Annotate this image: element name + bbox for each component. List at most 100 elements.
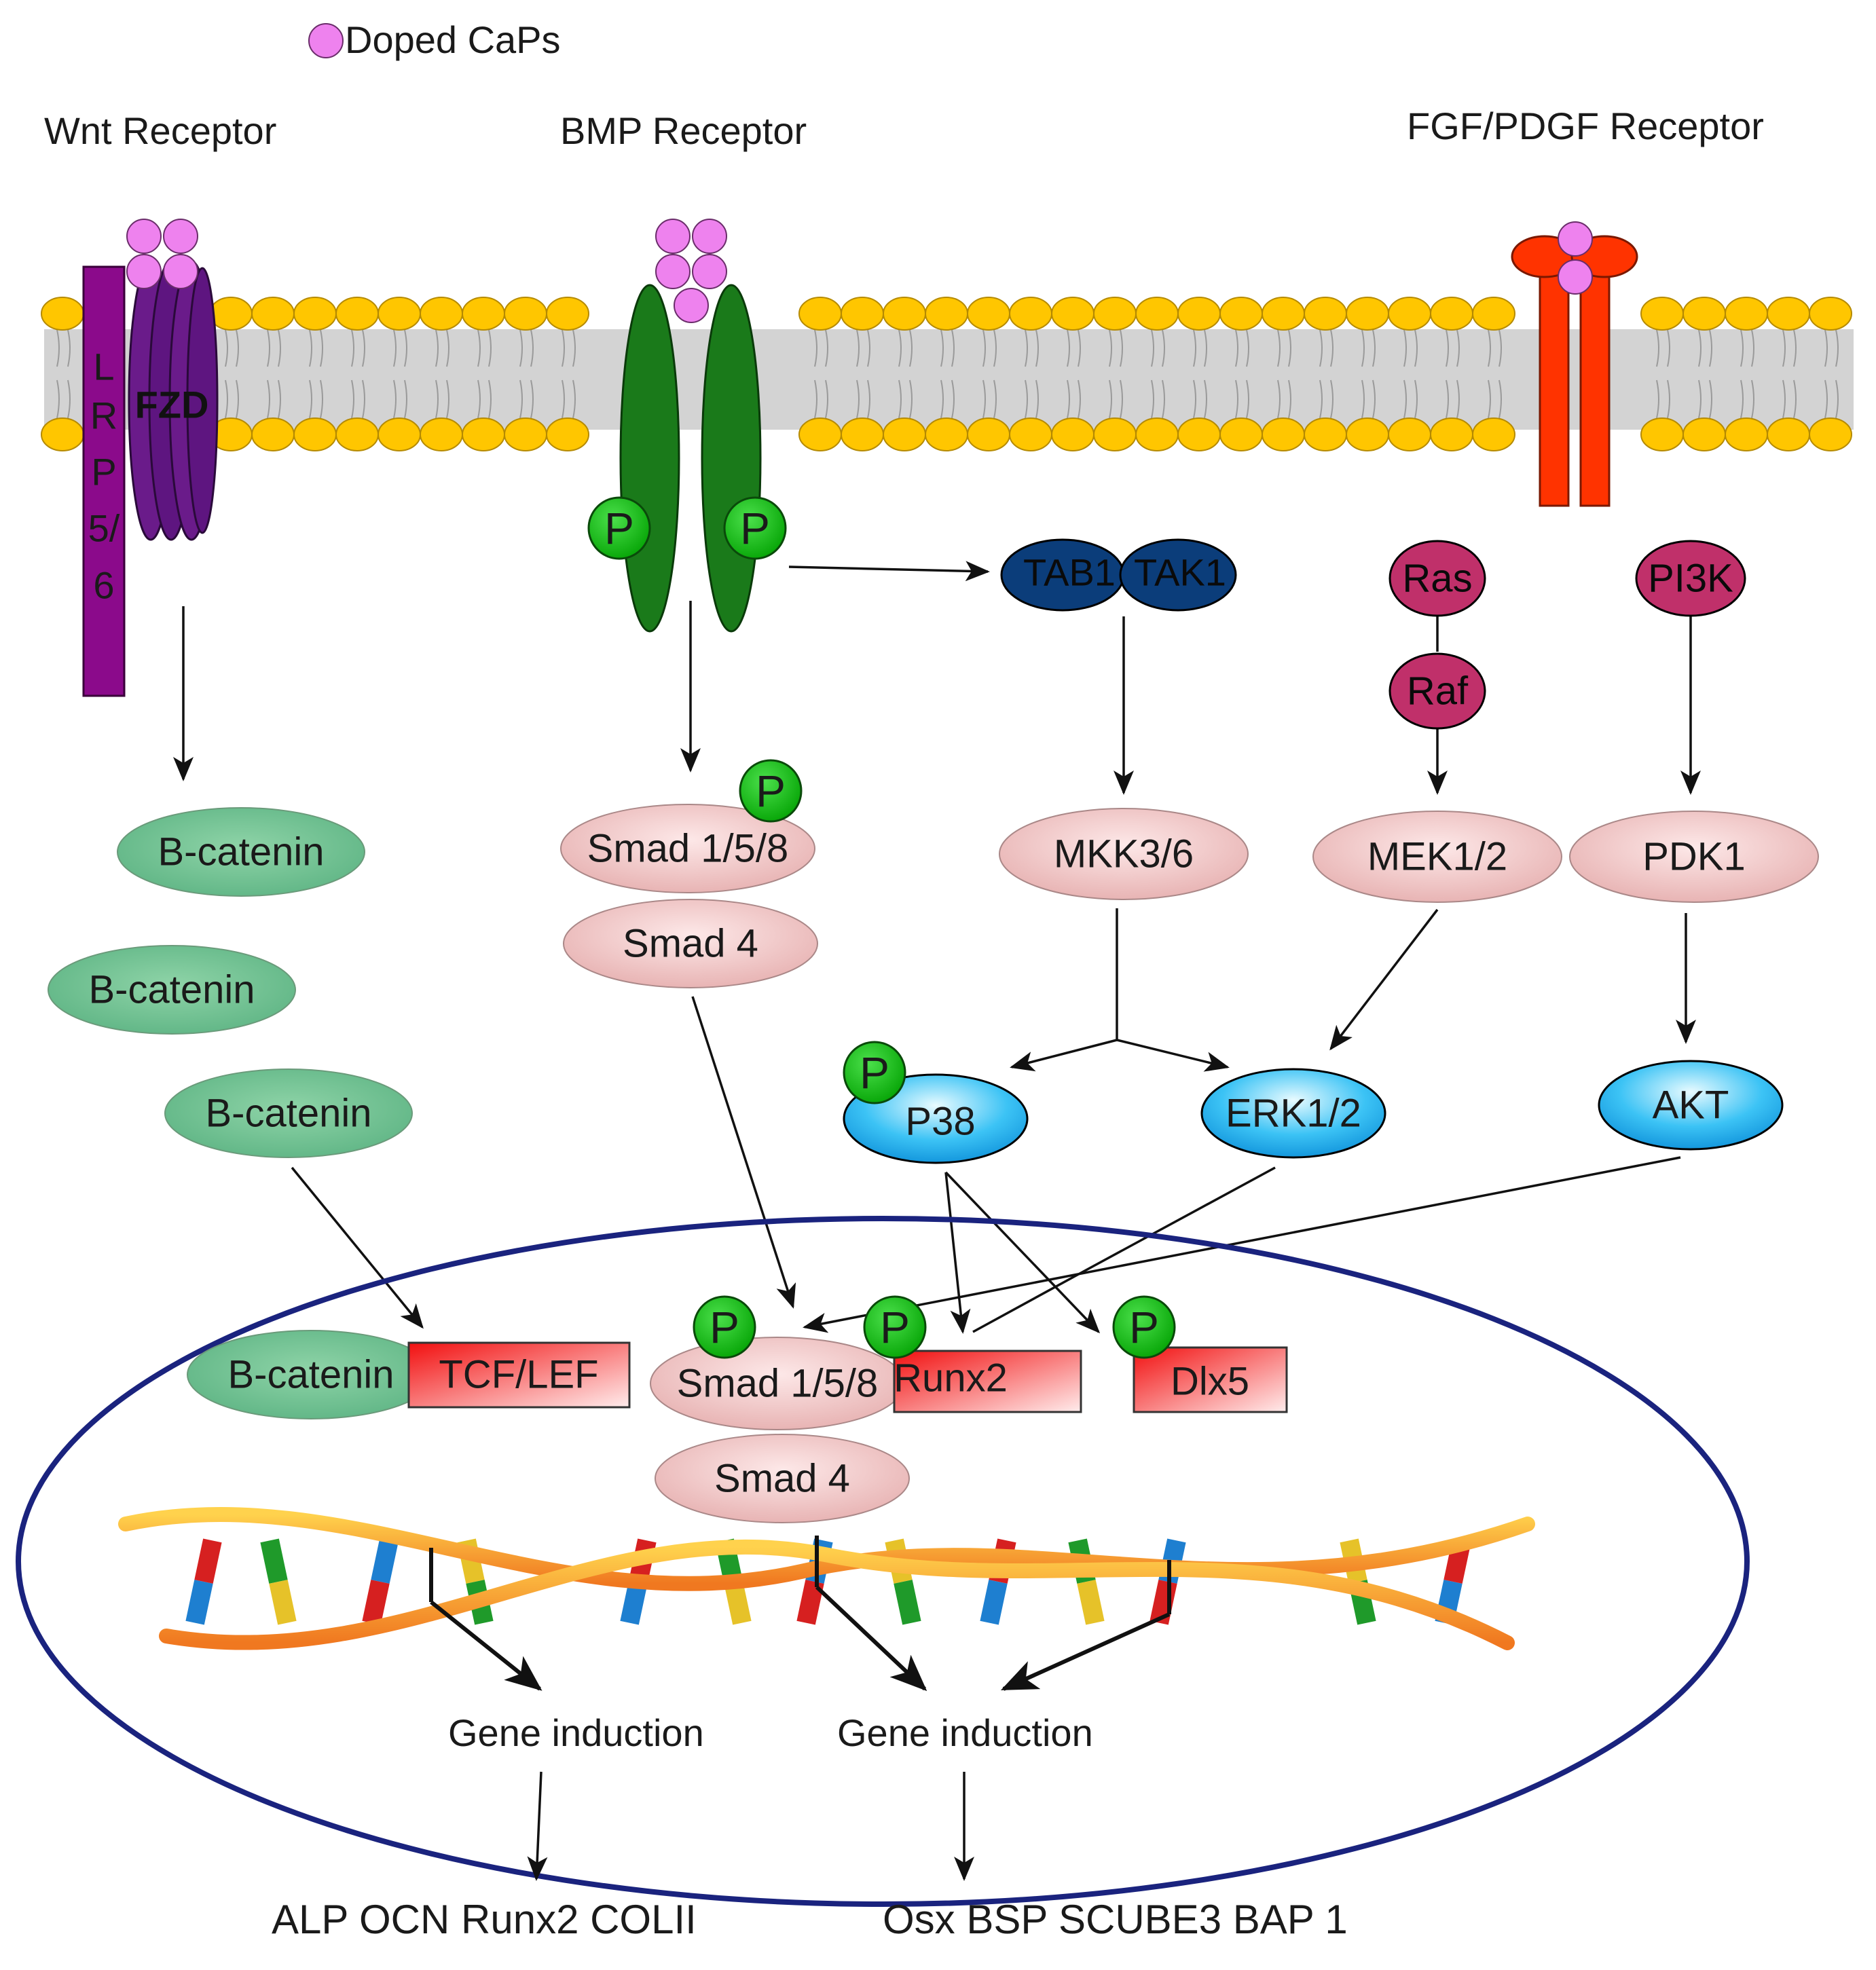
dna-base (185, 1580, 213, 1625)
svg-text:P: P (604, 503, 634, 553)
lipid-tail (446, 329, 449, 367)
lipid-tail (940, 329, 944, 367)
lipid-tail (951, 379, 955, 419)
lipid-tail (1109, 379, 1112, 419)
lipid-tail (1120, 329, 1123, 367)
lipid-tail (320, 329, 323, 367)
lipid-head (1430, 297, 1473, 331)
fgf-receptor-stalk-left (1539, 267, 1570, 507)
lipid-head (1262, 297, 1305, 331)
fgf-receptor-stalk-right (1579, 267, 1611, 507)
lipid-head (420, 417, 463, 451)
lipid-tail (435, 379, 439, 419)
lipid-tail (1656, 329, 1659, 367)
lipid-tail (1824, 329, 1828, 367)
lipid-head (1388, 297, 1431, 331)
ras-node: Ras (1388, 540, 1486, 617)
lipid-tail (909, 379, 913, 419)
lipid-tail (1151, 379, 1154, 419)
lipid-head (251, 417, 295, 451)
lipid-tail (1361, 329, 1365, 367)
cytoplasm-arrows (173, 561, 1701, 1334)
lipid-tail (488, 329, 492, 367)
legend: Doped CaPs (308, 18, 561, 61)
lipid-tail (56, 329, 60, 367)
lipid-tail (1740, 329, 1744, 367)
lipid-head (1177, 297, 1221, 331)
mkk36-node: MKK3/6 (999, 808, 1249, 900)
lipid-head (798, 297, 842, 331)
lipid-tail (1162, 329, 1165, 367)
lipid-tail (362, 329, 365, 367)
svg-text:P38: P38 (905, 1100, 975, 1144)
svg-text:Smad 1/5/8: Smad 1/5/8 (677, 1362, 879, 1406)
b-catenin-node: B-catenin (48, 945, 296, 1035)
lrp-letter: L (93, 346, 114, 388)
lipid-tail (1698, 379, 1702, 419)
wnt-receptor-title: Wnt Receptor (44, 109, 276, 152)
svg-text:P: P (880, 1302, 910, 1352)
lipid-tail (1793, 379, 1797, 419)
dna-base (1077, 1580, 1105, 1625)
lipid-head (883, 297, 926, 331)
lipid-tail (404, 379, 407, 419)
lipid-head (925, 417, 968, 451)
lipid-head (1640, 417, 1684, 451)
output-genes-right: Osx BSP SCUBE3 BAP 1 (883, 1897, 1348, 1942)
lipid-head (504, 297, 547, 331)
dna-base (260, 1538, 288, 1584)
phospho-badge: P (693, 1295, 756, 1359)
phospho-badge: P (587, 496, 651, 560)
lipid-tail (856, 329, 860, 367)
lipid-tail (940, 379, 944, 419)
lipid-tail (446, 379, 449, 419)
lipid-head (1346, 297, 1389, 331)
lipid-head (1009, 417, 1052, 451)
lipid-tail (1204, 329, 1207, 367)
lipid-tail (477, 379, 481, 419)
lipid-tail (1193, 379, 1196, 419)
lipid-tail (1288, 379, 1291, 419)
gene-induction-label: Gene induction (837, 1711, 1093, 1754)
lipid-head (1767, 417, 1810, 451)
lipid-tail (814, 379, 817, 419)
lipid-head (504, 417, 547, 451)
svg-text:Raf: Raf (1407, 669, 1469, 713)
lipid-tail (1204, 379, 1207, 419)
lipid-tail (1488, 379, 1491, 419)
lipid-tail (1403, 379, 1407, 419)
lipid-head (546, 417, 589, 451)
dlx5-box: Dlx5 (1133, 1346, 1288, 1413)
lipid-tail (1372, 329, 1376, 367)
dna-base (620, 1580, 648, 1625)
lipid-tail (267, 329, 270, 367)
lrp-letter: 5/ (88, 507, 120, 550)
svg-text:Smad 1/5/8: Smad 1/5/8 (587, 827, 789, 871)
svg-text:P: P (756, 766, 786, 816)
lipid-tail (951, 329, 955, 367)
svg-text:MKK3/6: MKK3/6 (1054, 832, 1194, 876)
lipid-head (209, 297, 253, 331)
phospho-badge: P (1112, 1295, 1176, 1359)
lipid-head (1219, 297, 1263, 331)
svg-text:B-catenin: B-catenin (227, 1353, 394, 1397)
phospho-badge: P (739, 759, 803, 823)
lipid-tail (1751, 379, 1754, 419)
lipid-tail (435, 329, 439, 367)
lipid-tail (867, 329, 870, 367)
bmp-receptor-left (619, 284, 680, 633)
lrp-letter: 6 (93, 564, 114, 607)
dna-base (362, 1580, 390, 1625)
lipid-tail (278, 379, 281, 419)
lipid-tail (982, 329, 986, 367)
lipid-tail (1246, 379, 1249, 419)
lipid-head (378, 297, 421, 331)
lipid-tail (1667, 379, 1670, 419)
lipid-tail (1446, 329, 1449, 367)
lipid-head (1809, 417, 1852, 451)
lipid-tail (1067, 329, 1070, 367)
dna-base (980, 1580, 1008, 1625)
lipid-tail (1667, 329, 1670, 367)
lipid-head (41, 417, 84, 451)
svg-text:PI3K: PI3K (1648, 557, 1733, 601)
